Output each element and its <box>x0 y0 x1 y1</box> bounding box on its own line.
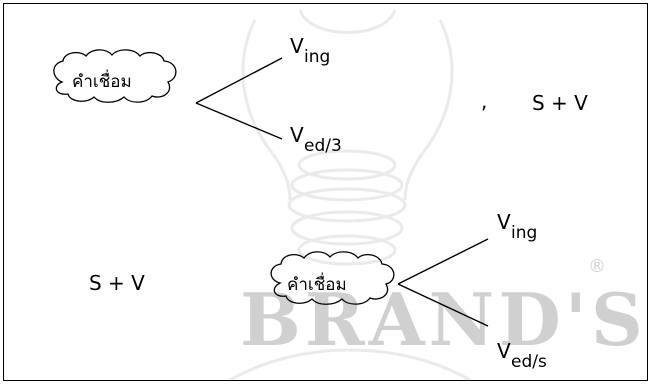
verb-base-lower-bottom: V <box>497 339 511 363</box>
connector-cloud-top <box>53 49 177 103</box>
watermark-text: BRAND'S <box>240 277 647 362</box>
connector-label-bottom: คำเชื่อม <box>287 272 347 295</box>
verb-suffix-lower-bottom: ed/s <box>511 352 547 372</box>
top-structure: คำเชื่อม V ing V ed/3 , S + V <box>53 34 588 156</box>
registered-mark: ® <box>588 256 606 277</box>
branch-line-lower-bottom <box>397 283 489 327</box>
verb-suffix-upper-bottom: ing <box>511 223 537 243</box>
branch-line-lower-top <box>195 102 283 140</box>
branch-line-upper-top <box>195 57 283 104</box>
connector-cloud-bottom <box>270 251 395 305</box>
connector-label-top: คำเชื่อม <box>72 69 132 92</box>
main-clause-top: S + V <box>532 91 588 115</box>
brand-watermark: BRAND'S ® <box>229 9 647 382</box>
main-clause-bottom: S + V <box>89 271 145 295</box>
branch-line-upper-bottom <box>397 238 489 285</box>
bottom-structure: S + V คำเชื่อม V ing V ed/s <box>89 210 547 372</box>
verb-base-upper-bottom: V <box>497 210 511 234</box>
verb-base-lower-top: V <box>290 123 304 147</box>
diagram-frame <box>3 3 648 381</box>
verb-suffix-upper-top: ing <box>304 47 330 67</box>
comma-separator: , <box>481 89 487 113</box>
verb-base-upper-top: V <box>290 34 304 58</box>
verb-suffix-lower-top: ed/3 <box>304 136 342 156</box>
